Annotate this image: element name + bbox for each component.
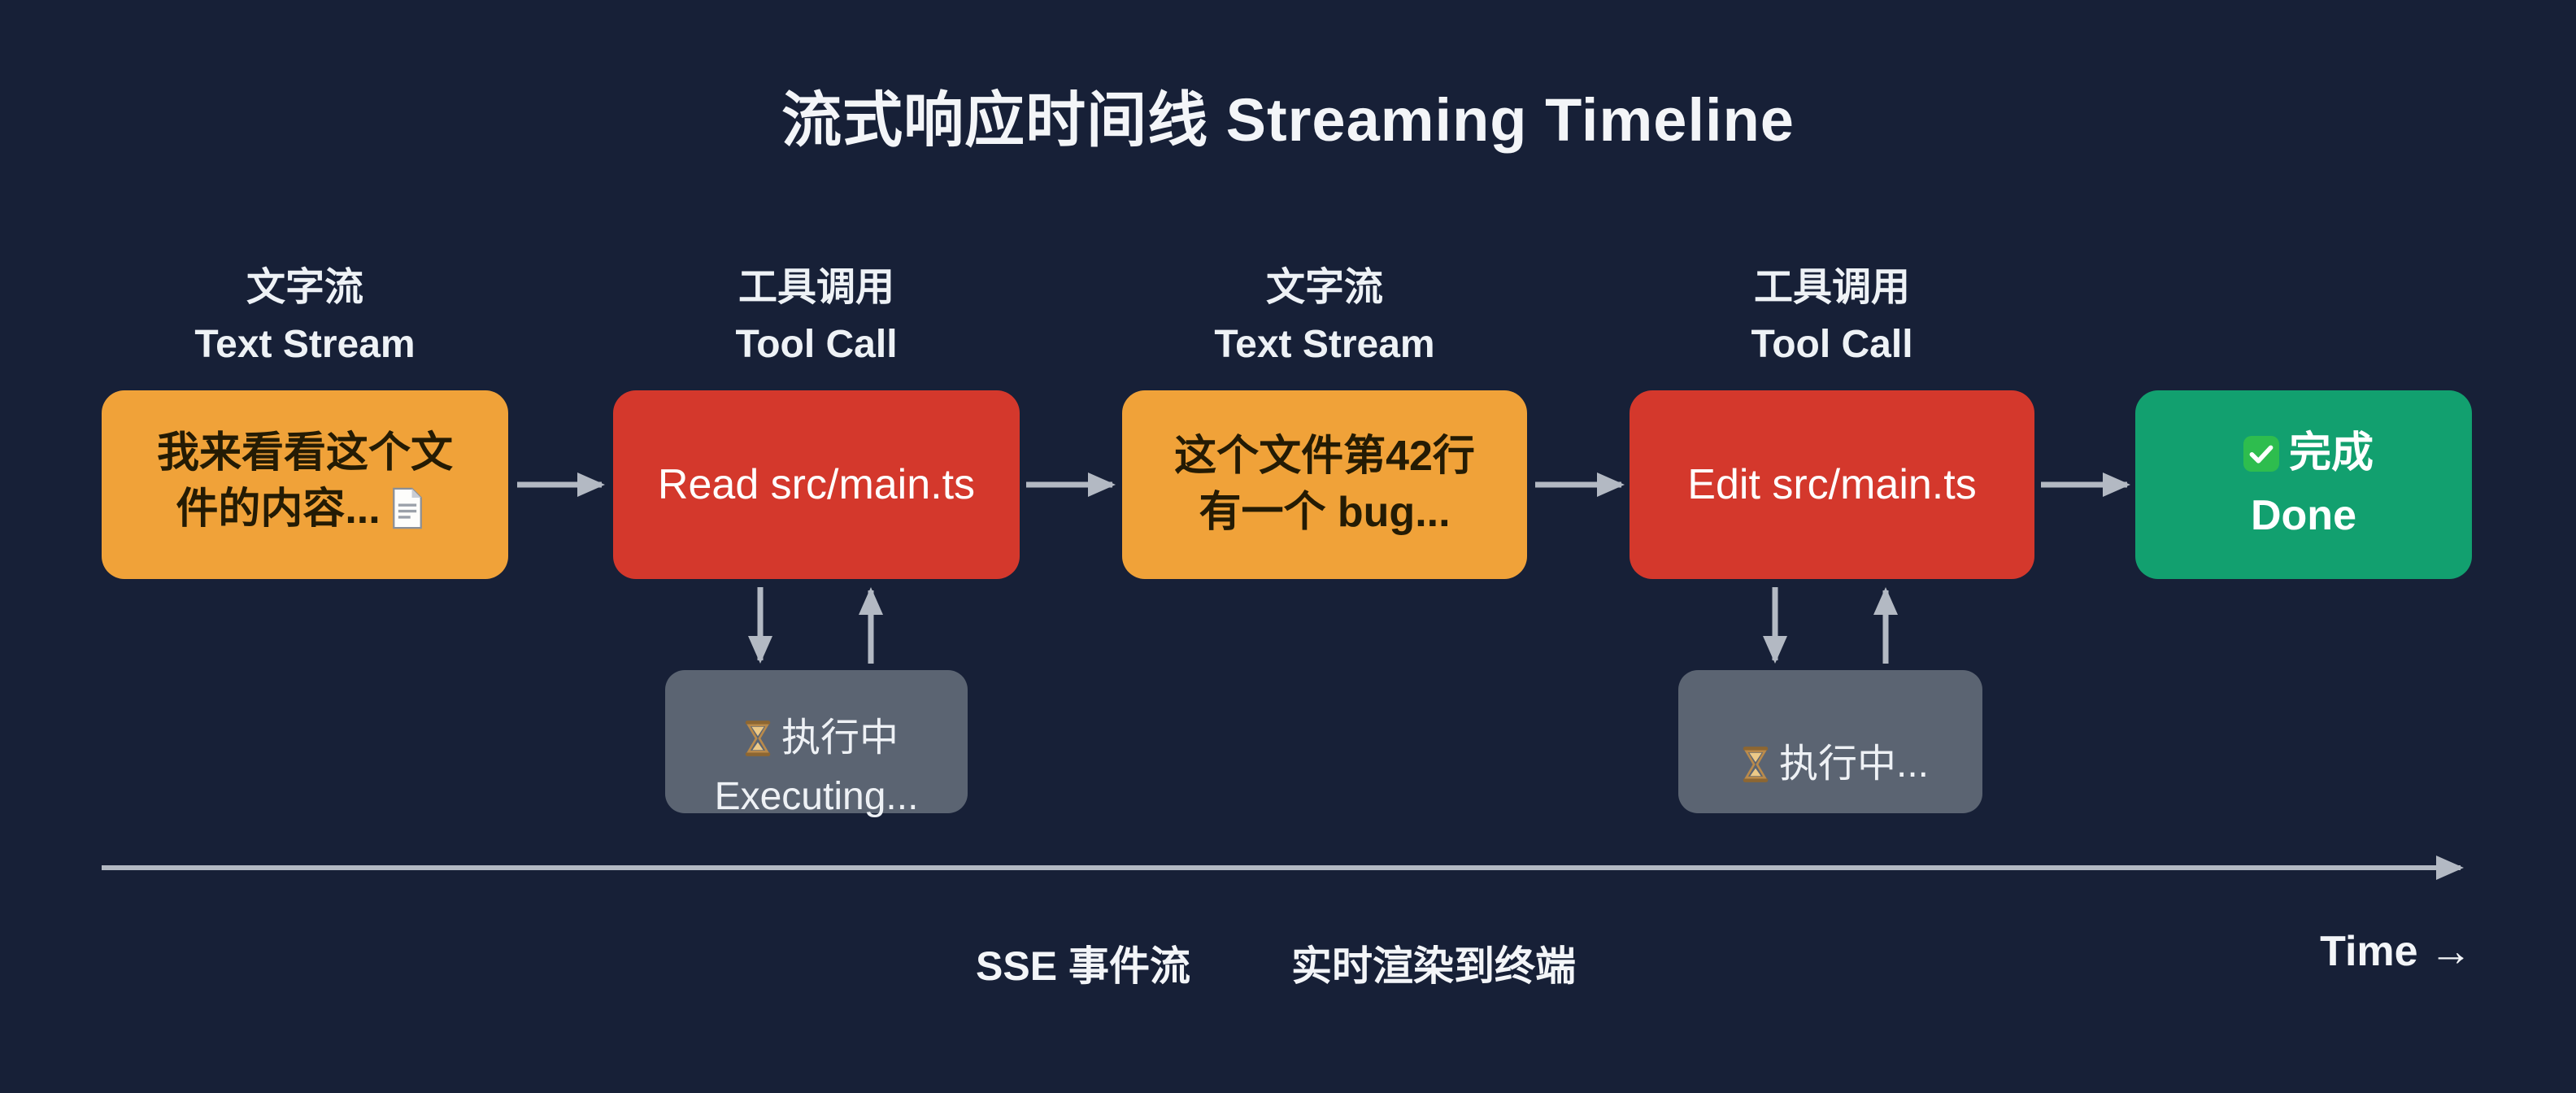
hourglass-icon (742, 719, 773, 772)
node-box-text-stream: 我来看看这个文 件的内容... (102, 390, 508, 579)
document-icon (389, 487, 426, 544)
node-box-text-stream: 这个文件第42行 有一个 bug... (1122, 390, 1527, 579)
node-text-stream-2: 文字流 Text Stream 这个文件第42行 有一个 bug... (1122, 259, 1527, 579)
node-label: 文字流 Text Stream (194, 266, 416, 366)
sse-label: SSE 事件流 (976, 943, 1190, 989)
node-text: Edit src/main.ts (1687, 460, 1977, 508)
node-box-tool-call: Read src/main.ts (613, 390, 1020, 579)
node-done: 完成 Done (2135, 259, 2472, 579)
node-text: 完成 Done (2250, 429, 2374, 539)
node-box-done: 完成 Done (2135, 390, 2472, 579)
node-label: 工具调用 Tool Call (735, 266, 898, 366)
node-text-stream-1: 文字流 Text Stream 我来看看这个文 件的内容... (102, 259, 508, 579)
status-text: 执行中 Executing... (714, 716, 919, 819)
status-text: 执行中... (1778, 742, 1929, 786)
node-text: Read src/main.ts (657, 460, 976, 508)
check-icon (2242, 432, 2281, 488)
node-tool-call-1: 工具调用 Tool Call Read src/main.ts (613, 259, 1020, 579)
diagram-title: 流式响应时间线 Streaming Timeline (781, 86, 1795, 154)
node-text: 这个文件第42行 有一个 bug... (1174, 433, 1475, 536)
node-text: 我来看看这个文 件的内容... (156, 429, 453, 533)
node-label: 工具调用 Tool Call (1751, 266, 1913, 366)
status-box-executing-1: 执行中 Executing... (665, 670, 968, 818)
hourglass-icon (1740, 745, 1771, 798)
node-box-tool-call: Edit src/main.ts (1630, 390, 2034, 579)
render-label: 实时渲染到终端 (1291, 943, 1576, 989)
node-label (2135, 259, 2472, 373)
status-box-executing-2: 执行中... (1678, 670, 1982, 813)
time-label: Time → (2320, 928, 2472, 975)
node-label: 文字流 Text Stream (1214, 266, 1435, 366)
node-tool-call-2: 工具调用 Tool Call Edit src/main.ts (1630, 259, 2034, 579)
